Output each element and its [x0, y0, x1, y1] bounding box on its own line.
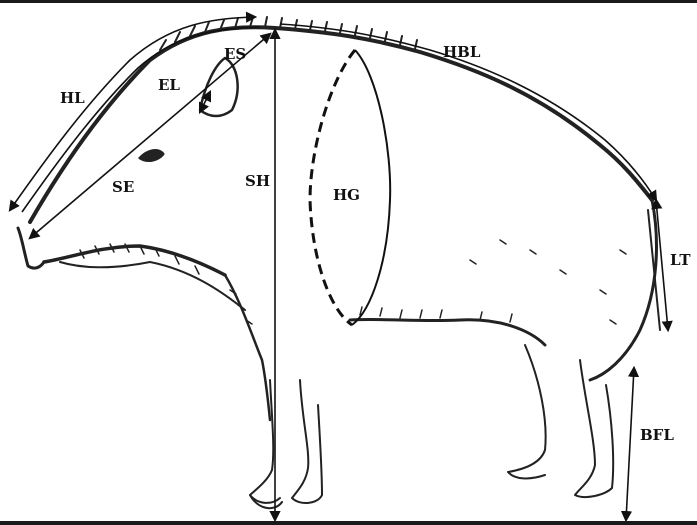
label-sh: SH — [245, 172, 270, 190]
bottom-border — [0, 521, 697, 525]
label-se: SE — [112, 178, 134, 196]
label-es: ES — [224, 45, 246, 63]
se-line — [30, 34, 270, 238]
snout — [18, 228, 44, 268]
hind-leg-front — [575, 360, 613, 497]
front-hoof — [250, 495, 282, 508]
belly — [350, 319, 545, 345]
label-hbl: HBL — [443, 43, 481, 61]
boar-outline — [18, 17, 660, 508]
bfl-line — [626, 368, 634, 520]
label-bfl: BFL — [640, 426, 674, 444]
measurements — [10, 17, 668, 520]
measurement-labels: HL EL ES SE SH HG HBL LT BFL — [60, 43, 691, 444]
label-hg: HG — [333, 186, 360, 204]
chest — [225, 275, 270, 420]
label-hl: HL — [60, 89, 85, 107]
front-leg-right — [292, 380, 322, 503]
label-lt: LT — [670, 251, 691, 269]
label-el: EL — [158, 76, 180, 94]
hind-leg-back — [508, 345, 546, 478]
fur-hatching — [80, 240, 626, 324]
eye — [140, 151, 163, 161]
